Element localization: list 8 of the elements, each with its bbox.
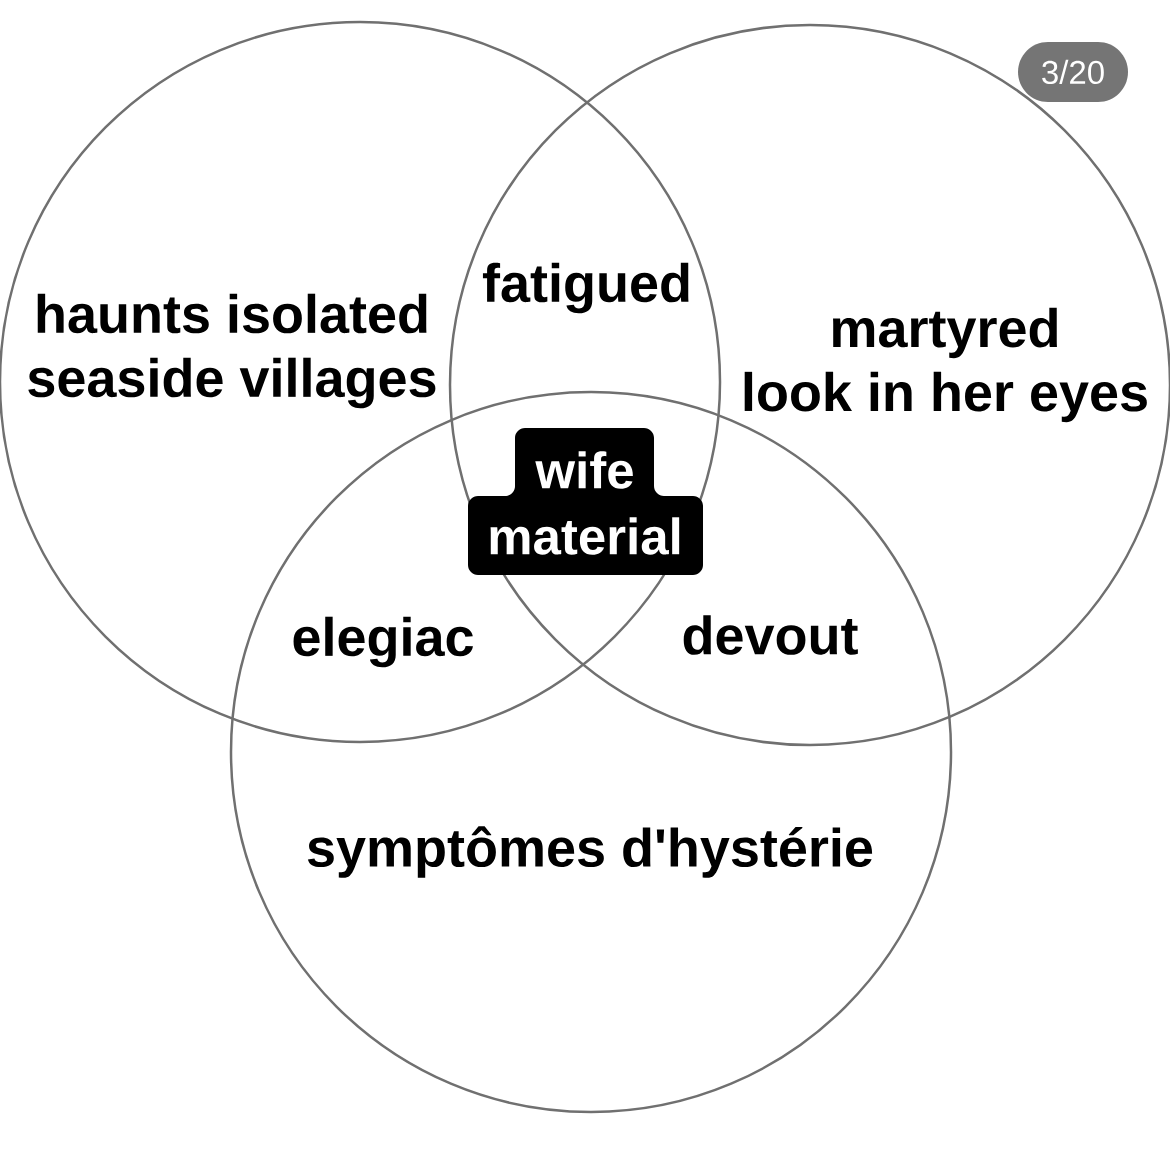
- overlap-label: elegiac: [293, 616, 473, 668]
- set-label: symptômes d'hystérie: [307, 826, 873, 878]
- highlight-tag: wife material: [468, 428, 703, 575]
- page-counter-badge: 3/20: [1018, 42, 1128, 102]
- overlap-label: devout: [683, 615, 858, 655]
- overlap-label: fatigued: [482, 262, 689, 314]
- set-label: haunts isolated seaside villages: [28, 293, 436, 409]
- set-label: martyred look in her eyes: [744, 307, 1147, 423]
